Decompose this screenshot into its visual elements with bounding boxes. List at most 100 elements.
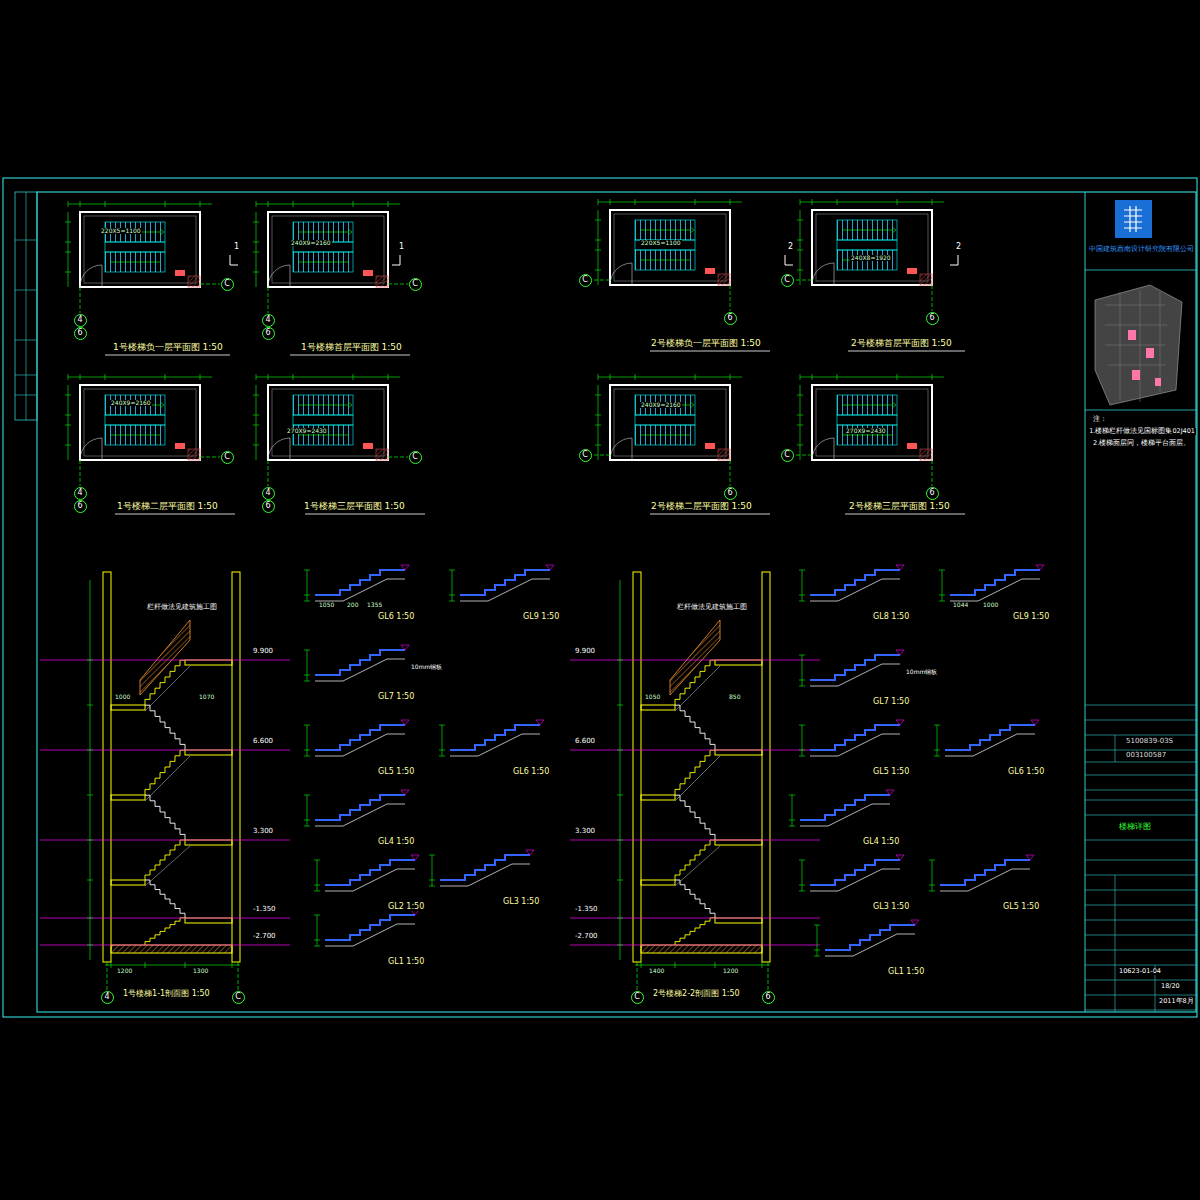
detail-title: GL6 1:50 [512,768,550,776]
axis-number: C [582,451,588,459]
drawing-rect [15,192,37,420]
drawing-use [794,374,944,486]
axis-number: 6 [929,314,934,322]
axis-number: 6 [77,329,82,337]
axis-number: C [412,453,418,461]
axis-number: C [582,276,588,284]
dimension: 1400 [648,968,665,974]
grid-axis-bubble: 6 [262,500,275,513]
dimension: 220X5=1100 [640,240,682,246]
grid-axis-bubble: 4 [262,314,275,327]
section-mark: 1 [233,243,240,251]
material-note: 10mm钢板 [905,669,938,675]
drawing-use [929,855,1034,891]
section-mark: 2 [955,243,962,251]
dimension: 850 [728,694,741,700]
axis-number: C [634,993,640,1001]
grid-axis-bubble: C [409,278,422,291]
grid-axis-bubble: C [409,451,422,464]
drawing-use [253,374,408,486]
drawing-use [570,572,820,990]
dimension: 1200 [116,968,133,974]
view-title: 1号楼梯负一层平面图 1:50 [112,343,224,352]
detail-title: GL6 1:50 [377,613,415,621]
drawing-use [314,855,419,891]
dimension: 240X9=2160 [290,240,332,246]
table-cell: 18/20 [1160,983,1181,990]
grid-axis-bubble: 6 [762,991,775,1004]
axis-number: C [235,993,241,1001]
axis-number: 4 [77,316,82,324]
dimension: 1355 [366,602,383,608]
drawing-use [304,565,409,601]
view-title: 2号楼梯负一层平面图 1:50 [650,339,762,348]
drawing-use [253,201,408,313]
drawing-use [939,565,1044,601]
grid-axis-bubble: 6 [262,327,275,340]
detail-title: GL7 1:50 [872,698,910,706]
detail-title: GL8 1:50 [872,613,910,621]
table-cell: 2011年8月 [1158,998,1195,1005]
grid-axis-bubble: 6 [724,487,737,500]
drawing-use [429,850,534,886]
level-mark: 9.900 [252,648,274,655]
drawing-use [314,910,419,946]
drawing-path [1085,270,1197,410]
drawing-path [230,255,958,265]
dimension: 270X9=2430 [286,428,328,434]
grid-axis-bubble: 6 [926,312,939,325]
drawing-polygon [1095,285,1182,405]
drawing-rect [1146,348,1154,358]
grid-axis-bubble: 4 [74,487,87,500]
drawing-rect [1128,330,1136,340]
drawing-code: 5100839-03S [1125,738,1174,745]
drawing-use [789,790,894,826]
drawing-line [1085,192,1086,1012]
detail-title: GL9 1:50 [1012,613,1050,621]
drawing-use [799,565,904,601]
drawing-use [799,720,904,756]
detail-title: GL9 1:50 [522,613,560,621]
drawing-use [799,650,904,686]
drawing-path [1085,705,1197,1012]
grid-axis-bubble: C [221,278,234,291]
level-mark: -2.700 [574,933,599,940]
axis-number: 6 [77,502,82,510]
section-mark: 2 [787,243,794,251]
drawing-use [814,920,919,956]
drawing-use [592,199,742,311]
table-cell: 10623-01-04 [1118,968,1162,975]
grid-axis-bubble: 6 [74,500,87,513]
level-mark: 3.300 [574,828,596,835]
drawing-use [934,720,1039,756]
view-title: 1号楼梯1-1剖面图 1:50 [122,990,211,998]
drawing-path [15,192,37,420]
axis-number: 6 [265,502,270,510]
drawing-rect [1155,378,1161,386]
detail-title: GL6 1:50 [1007,768,1045,776]
dimension: 270X9=2430 [845,428,887,434]
dimension: 240X9=2160 [110,400,152,406]
drawing-path [1105,290,1167,402]
dimension: 1070 [198,694,215,700]
grid-axis-bubble: 6 [74,327,87,340]
dimension: 240X8=1920 [850,255,892,261]
level-mark: -2.700 [252,933,277,940]
axis-number: 4 [77,489,82,497]
dimension: 1300 [192,968,209,974]
grid-axis-bubble: 4 [262,487,275,500]
drawing-use [794,199,944,311]
view-title: 1号楼梯二层平面图 1:50 [116,502,219,511]
note-text: 1.楼梯栏杆做法见国标图集02J401 [1088,428,1196,435]
level-mark: 6.600 [574,738,596,745]
note-text: 栏杆做法见建筑施工图 [676,604,748,611]
axis-number: C [784,451,790,459]
level-mark: 3.300 [252,828,274,835]
view-title: 2号楼梯2-2剖面图 1:50 [652,990,741,998]
detail-title: GL3 1:50 [502,898,540,906]
grid-axis-bubble: C [781,449,794,462]
company-name: 中国建筑西南设计研究院有限公司 [1088,246,1195,253]
axis-number: 6 [265,329,270,337]
axis-number: C [784,276,790,284]
